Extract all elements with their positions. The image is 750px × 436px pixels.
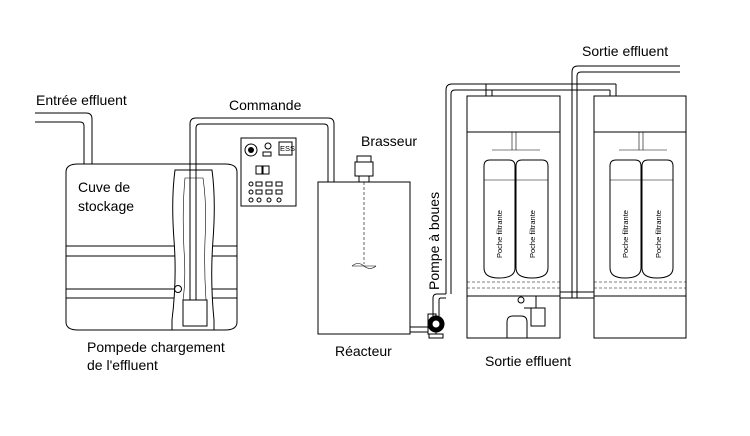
filter-bag-2b: Poche filtrante (641, 159, 674, 279)
storage-tank (65, 163, 238, 331)
label-sortie-effluent-bottom: Sortie effluent (485, 353, 571, 369)
unit-interconnect (560, 291, 594, 299)
label-entree-effluent: Entrée effluent (36, 92, 127, 108)
loading-pump-housing (171, 169, 215, 331)
sludge-pipe (445, 83, 617, 294)
control-buttons (248, 181, 283, 203)
label-cuve-line2: stockage (78, 198, 134, 214)
filter-bag-label: Poche filtrante (621, 210, 630, 258)
filter-unit-1: Poche filtrante Poche filtrante (466, 95, 561, 339)
pressure-gauge-icon (244, 143, 258, 157)
mixer (351, 155, 377, 269)
filter-unit-2: Poche filtrante Poche filtrante (593, 95, 687, 339)
filter-bag-label: Poche filtrante (528, 210, 537, 258)
filter-bag-label: Poche filtrante (495, 210, 504, 258)
label-sortie-effluent-top: Sortie effluent (582, 43, 668, 59)
label-commande: Commande (229, 97, 302, 113)
label-pompe-boues: Pompe à boues (426, 192, 442, 290)
control-panel: ESS (240, 137, 297, 207)
filter-bag-1a: Poche filtrante (483, 159, 516, 279)
sludge-pump (410, 293, 446, 339)
filter-bag-2a: Poche filtrante (609, 159, 642, 279)
display-text: ESS (280, 144, 295, 153)
label-pompe-chargement-line2: de l'effluent (87, 357, 158, 373)
label-brasseur: Brasseur (361, 133, 417, 149)
indicator-icon (262, 142, 272, 157)
label-reacteur: Réacteur (335, 343, 392, 359)
filter-1-outlet (506, 296, 546, 338)
inlet-pipe (35, 112, 93, 164)
label-cuve-line1: Cuve de (78, 179, 130, 195)
filter-bag-1b: Poche filtrante (515, 159, 549, 279)
label-pompe-chargement-line1: Pompede chargement (87, 339, 225, 355)
transfer-pipe (189, 117, 335, 300)
display-screen: ESS (278, 141, 295, 156)
outlet-pipe-top (571, 65, 680, 298)
filter-bag-label: Poche filtrante (654, 210, 663, 258)
